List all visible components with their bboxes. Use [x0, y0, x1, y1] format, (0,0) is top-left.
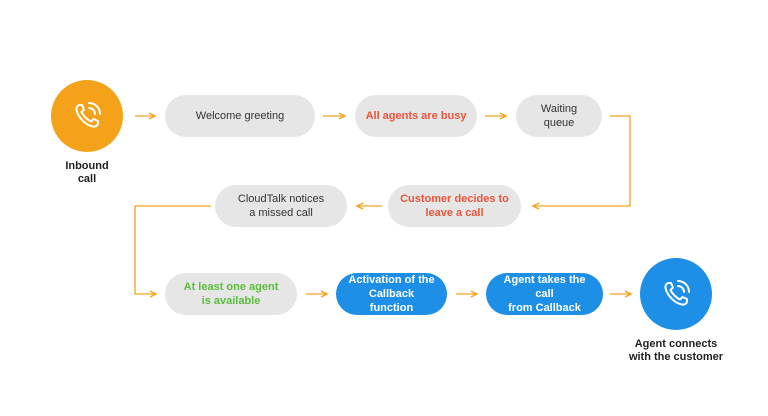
agent-takes-call-line1: Agent takes the call — [503, 274, 586, 300]
customer-leaves-line1: Customer decides to — [400, 193, 509, 205]
welcome-greeting-text: Welcome greeting — [195, 110, 285, 122]
inbound-call-caption: Inbound call — [47, 160, 127, 186]
agent-connects-circle — [640, 258, 712, 330]
inbound-call-circle — [51, 80, 123, 152]
agent-takes-call-box: Agent takes the call from Callback — [486, 273, 603, 315]
agent-connects-caption-line1: Agent connects — [634, 338, 718, 350]
agent-takes-call-line2: from Callback — [508, 302, 581, 314]
customer-leaves-box: Customer decides to leave a call — [388, 185, 521, 227]
agent-available-line2: is available — [201, 295, 261, 307]
agents-busy-box: All agents are busy — [355, 95, 477, 137]
inbound-call-caption-line1: Inbound — [65, 160, 109, 172]
missed-call-line2: a missed call — [249, 207, 313, 219]
waiting-queue-text: Waiting queue — [540, 103, 578, 129]
callback-activation-box: Activation of the Callback function — [336, 273, 447, 315]
inbound-call-caption-line2: call — [77, 173, 97, 185]
missed-call-line1: CloudTalk notices — [237, 193, 325, 205]
agent-connects-caption: Agent connects with the customer — [616, 338, 736, 364]
agent-available-line1: At least one agent — [183, 281, 279, 293]
agent-connects-caption-line2: with the customer — [628, 351, 724, 363]
welcome-greeting-box: Welcome greeting — [165, 95, 315, 137]
waiting-queue-box: Waiting queue — [516, 95, 602, 137]
phone-call-icon — [75, 102, 101, 128]
callback-activation-line1: Activation of the — [348, 274, 435, 286]
callback-activation-line2: Callback function — [368, 288, 415, 314]
arrow-queue-to-leave — [533, 115, 631, 206]
agent-available-box: At least one agent is available — [165, 273, 297, 315]
phone-call-icon — [664, 280, 690, 306]
arrow-missed-to-available — [134, 205, 211, 294]
missed-call-box: CloudTalk notices a missed call — [215, 185, 347, 227]
agents-busy-text: All agents are busy — [365, 110, 467, 122]
customer-leaves-line2: leave a call — [425, 207, 484, 219]
